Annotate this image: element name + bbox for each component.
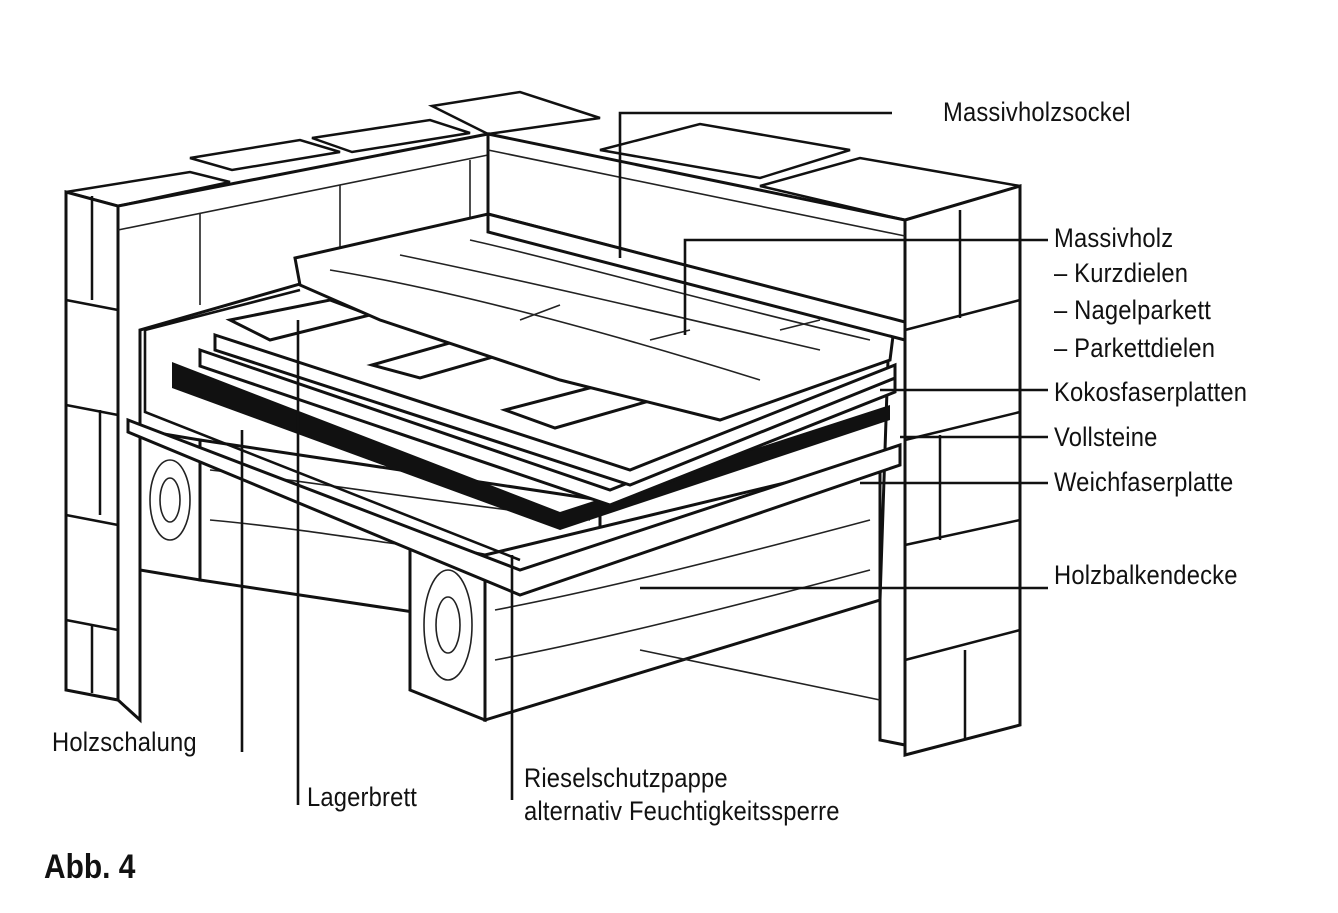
coconut-fibre-plates [213,332,897,487]
label-massivholzsockel: Massivholzsockel [943,97,1131,127]
left-brick-wall [64,90,601,724]
label-nagelparkett: – Nagelparkett [1054,295,1211,325]
soft-fibre-board [198,347,897,507]
label-kurzdielen: – Kurzdielen [1054,258,1189,288]
label-kokosfaserplatten: Kokosfaserplatten [1054,377,1248,407]
figure-number: Abb. 4 [44,848,136,886]
right-brick-wall [486,122,1022,757]
label-holzschalung: Holzschalung [52,727,197,757]
wood-sheathing [126,417,902,597]
label-holzbalkendecke: Holzbalkendecke [1054,560,1238,590]
label-rieselschutzpappe: Rieselschutzpappe [524,763,728,793]
wood-floor-boards [293,212,897,422]
label-weichfaserplatte: Weichfaserplatte [1054,467,1234,497]
label-massivholz: Massivholz [1054,223,1174,253]
label-vollsteine: Vollsteine [1054,422,1158,452]
trickle-protection-sheet [143,288,521,562]
solid-wood-baseboard [486,212,907,342]
label-feuchtigkeitssperre: alternativ Feuchtigkeitssperre [524,796,840,826]
label-parkettdielen: – Parkettdielen [1054,333,1216,363]
leader-lines [240,111,1048,805]
label-lagerbrett: Lagerbrett [307,782,418,812]
